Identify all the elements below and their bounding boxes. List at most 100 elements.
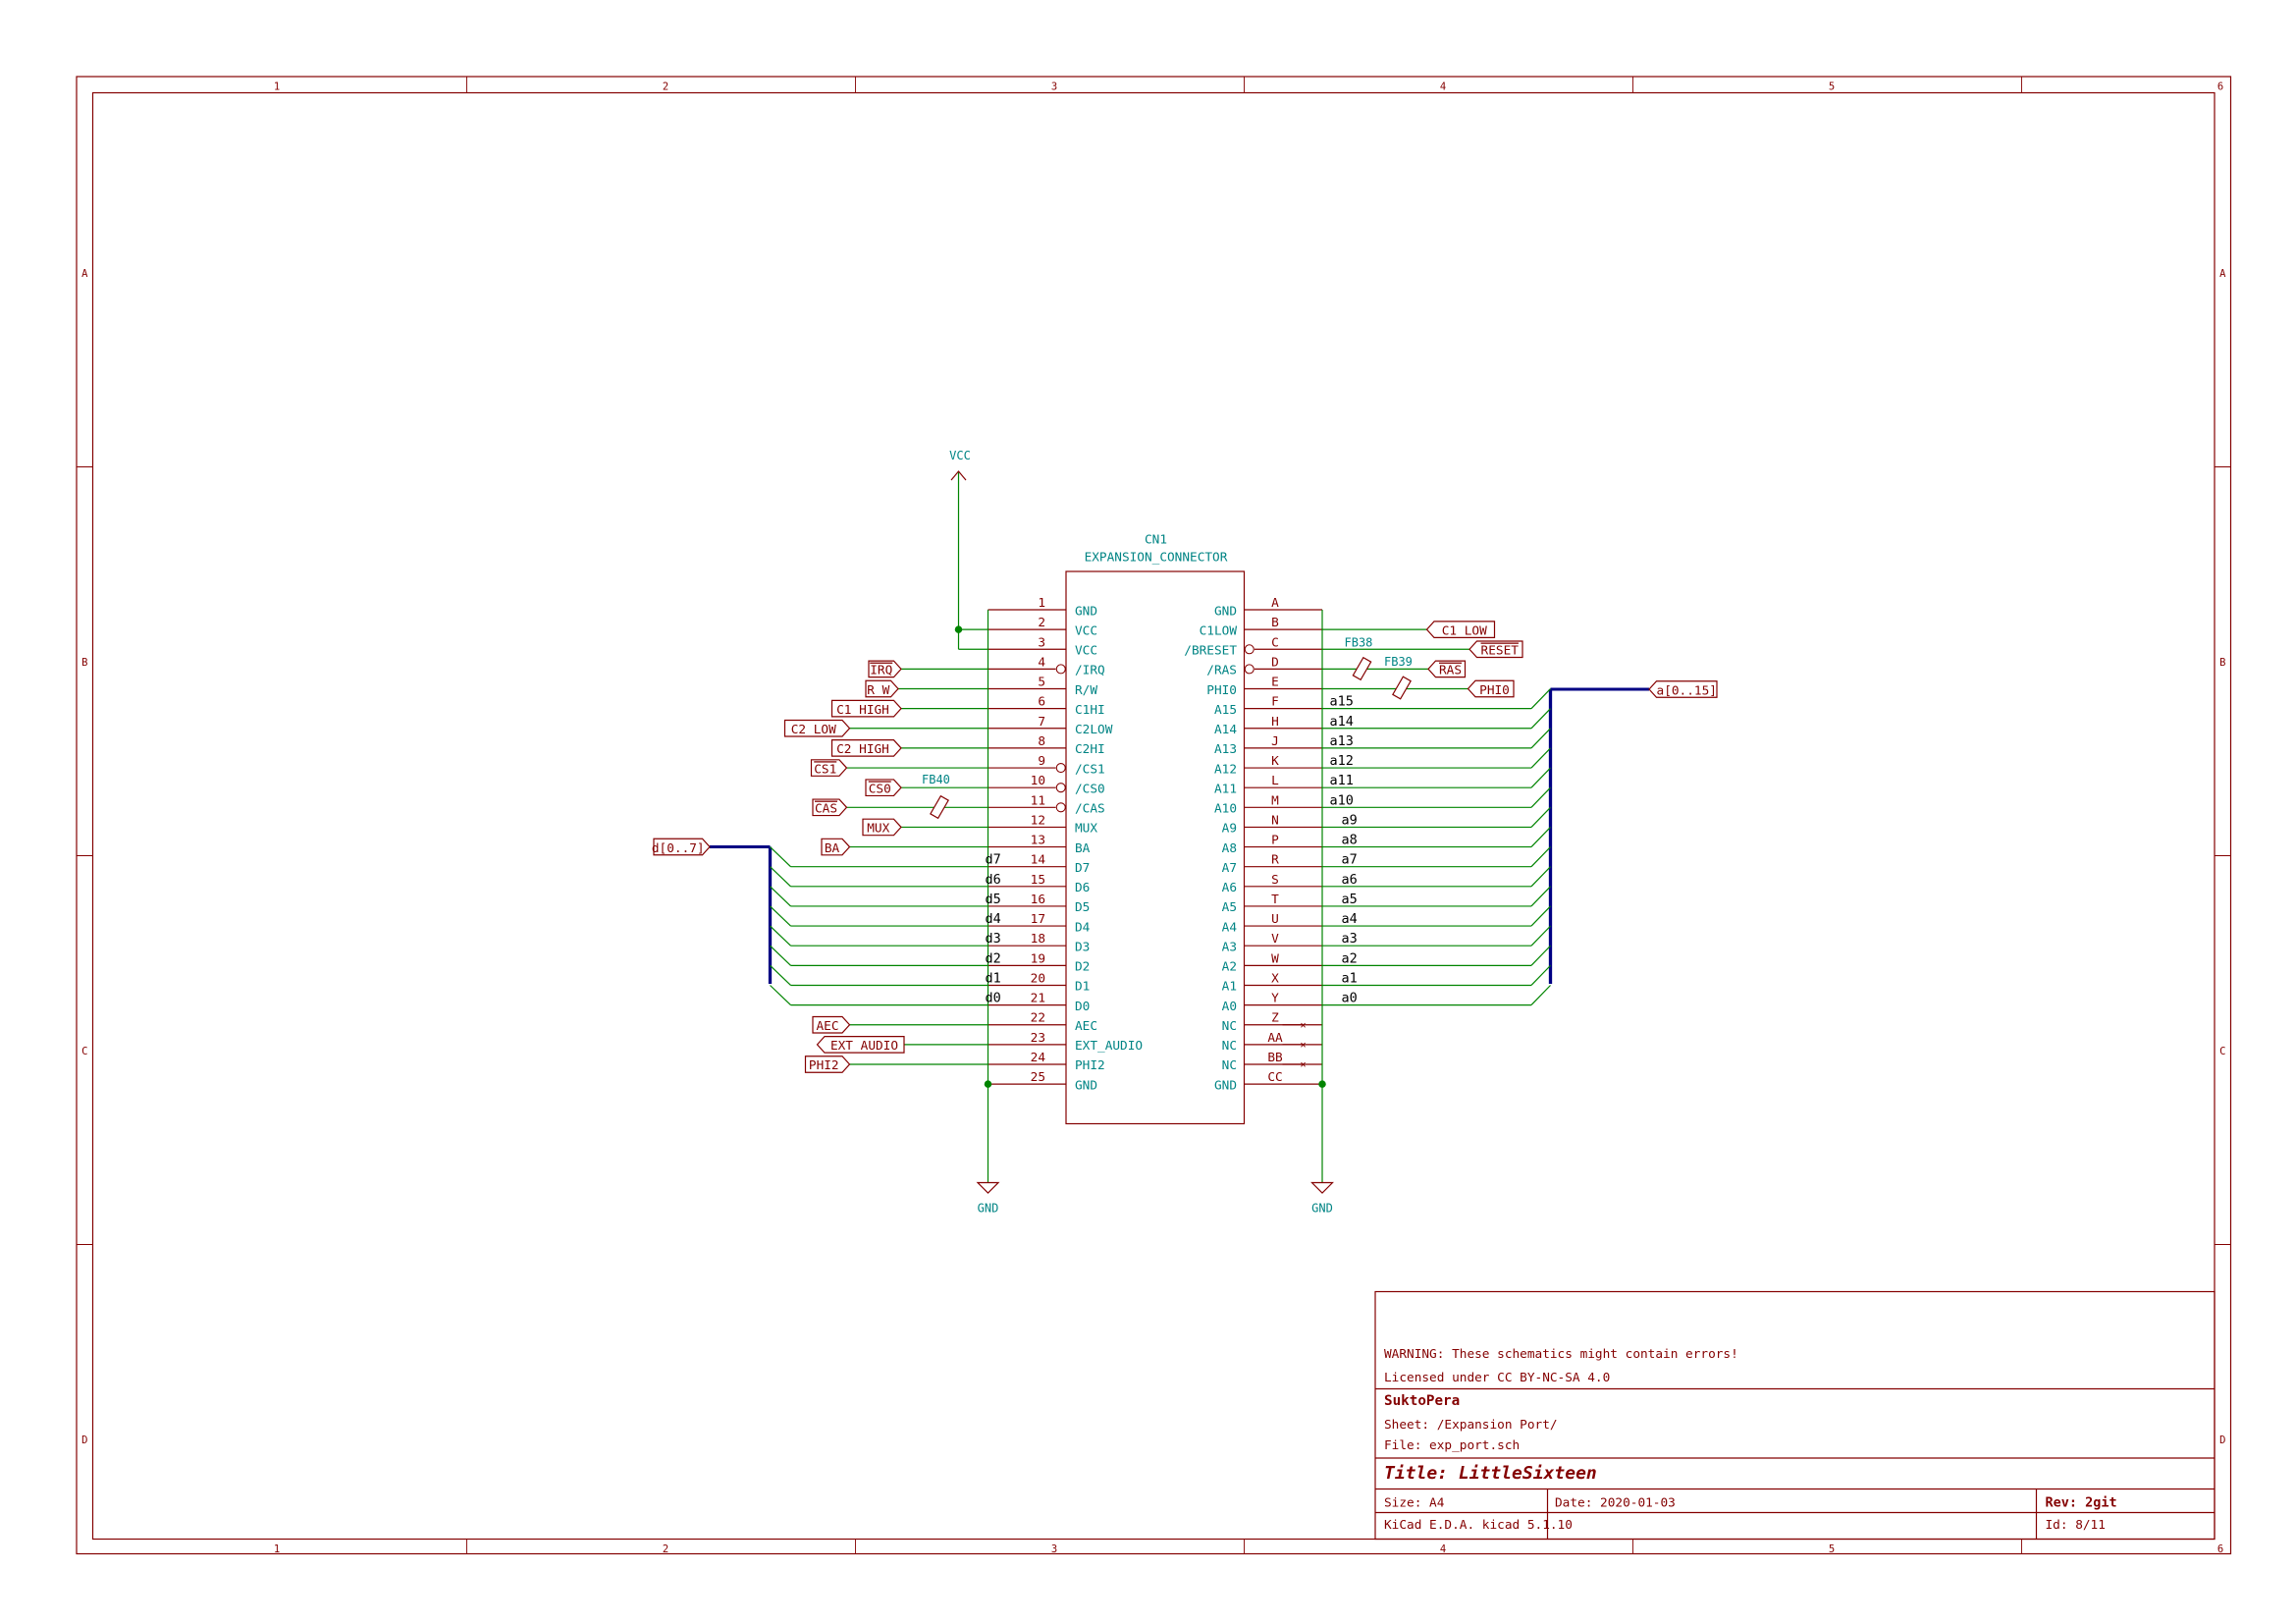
net-label-d4: d4 (986, 911, 1001, 927)
pin-number: E (1271, 676, 1279, 690)
pin-name: GND (1075, 604, 1097, 619)
pin-number: R (1271, 853, 1279, 868)
global-label-aec-text: AEC (816, 1019, 838, 1034)
revision: Rev: 2git (2046, 1495, 2117, 1511)
pin-name: A7 (1222, 861, 1237, 876)
bus-entry (1530, 905, 1551, 927)
global-label-c1-low (1425, 621, 1496, 638)
pin-number: 12 (1031, 813, 1045, 828)
pin-number: F (1271, 695, 1279, 710)
tool-version: KiCad E.D.A. kicad 5.1.10 (1384, 1518, 1573, 1533)
pin-number: K (1271, 754, 1279, 769)
bus-entry (1530, 806, 1551, 828)
no-connect-icon: × (1300, 1040, 1306, 1052)
pin-number: X (1271, 971, 1279, 986)
pin-name: EXT_AUDIO (1075, 1039, 1143, 1054)
pin-name: C1LOW (1200, 623, 1238, 638)
pin-name: D4 (1075, 920, 1091, 935)
pin-name: D5 (1075, 900, 1090, 915)
ferrite-reference: FB40 (922, 773, 950, 786)
pin-name: A3 (1222, 940, 1237, 954)
global-label-phi0-text: PHI0 (1479, 683, 1510, 698)
global-label-c2-high (830, 739, 902, 757)
global-label-cas-text: CAS (815, 802, 837, 817)
pin-number: Y (1271, 992, 1279, 1006)
pin-name: /CAS (1075, 802, 1105, 817)
pin-number: W (1271, 951, 1279, 966)
bus-entry (1530, 945, 1551, 966)
net-label-a5: a5 (1342, 892, 1358, 907)
sheet-title: Title: LittleSixteen (1384, 1463, 1597, 1484)
pin-name: A6 (1222, 881, 1237, 895)
global-label-irq (868, 660, 902, 678)
pin-number: A (1271, 596, 1279, 611)
pin-name: A14 (1214, 723, 1237, 737)
net-label-a1: a1 (1342, 970, 1358, 986)
pin-number: 6 (1038, 695, 1045, 710)
junction-dot (954, 625, 963, 633)
pin-number: 20 (1031, 971, 1045, 986)
global-label-c2-high-text: C2_HIGH (836, 742, 889, 757)
global-label-phi2 (804, 1056, 851, 1073)
bus-entry (1530, 786, 1551, 808)
pin-number: 13 (1031, 834, 1045, 848)
bus-entry (1530, 925, 1551, 947)
net-label-a14: a14 (1330, 714, 1354, 730)
pin-name: D6 (1075, 881, 1090, 895)
pin-number: 14 (1031, 853, 1046, 868)
pin-name: /CS0 (1075, 782, 1105, 796)
global-label-ext-audio (816, 1036, 905, 1054)
pin-number: S (1271, 873, 1279, 888)
pin-name: A8 (1222, 841, 1237, 856)
net-label-d7: d7 (986, 852, 1001, 868)
pin-number: 10 (1031, 774, 1045, 788)
net-label-a0: a0 (1342, 991, 1358, 1006)
net-label-a2: a2 (1342, 950, 1358, 966)
frame-row-label: B (2219, 657, 2225, 669)
pin-number: CC (1267, 1070, 1282, 1085)
gnd-symbol-icon (976, 1181, 1000, 1194)
frame-column-label: 5 (1829, 1543, 1835, 1555)
pin-name: D3 (1075, 940, 1090, 954)
net-label-a9: a9 (1342, 812, 1358, 828)
frame-column-label: 5 (1829, 81, 1835, 93)
gnd-symbol-icon (1310, 1181, 1334, 1194)
pin-number: AA (1267, 1031, 1283, 1046)
pin-name: PHI2 (1075, 1058, 1105, 1073)
net-label-d6: d6 (986, 872, 1001, 888)
bus-entry (1530, 886, 1551, 907)
frame-row-label: A (2219, 268, 2226, 280)
pin-name: R/W (1075, 683, 1097, 698)
net-label-d1: d1 (986, 970, 1001, 986)
pin-number: T (1271, 893, 1279, 907)
global-label-c2-low-text: C2_LOW (791, 723, 836, 737)
pin-number: P (1271, 834, 1279, 848)
global-label-ras (1427, 660, 1467, 678)
global-label-r-w (865, 679, 899, 698)
net-label-a7: a7 (1342, 852, 1358, 868)
global-label-mux (862, 818, 902, 837)
pin-number: J (1271, 734, 1279, 749)
pin-number: Z (1271, 1011, 1279, 1026)
pin-name: NC (1222, 1019, 1237, 1034)
global-label-data-bus (653, 838, 711, 856)
pin-number: 1 (1038, 596, 1045, 611)
net-label-d2: d2 (986, 950, 1001, 966)
global-label-reset (1468, 640, 1523, 659)
pin-number: D (1271, 655, 1279, 670)
pin-name: D0 (1075, 1000, 1090, 1014)
frame-row-label: D (81, 1435, 87, 1446)
pin-number: 23 (1031, 1031, 1045, 1046)
pin-name: C2HI (1075, 742, 1105, 757)
pin-number: 21 (1031, 992, 1045, 1006)
pin-name: A2 (1222, 960, 1237, 975)
sheet-date: Date: 2020-01-03 (1555, 1496, 1676, 1511)
frame-column-label: 6 (2217, 1543, 2223, 1555)
pin-name: /RAS (1206, 664, 1237, 678)
inversion-bubble (1244, 664, 1255, 675)
pin-name: A0 (1222, 1000, 1237, 1014)
frame-column-label: 1 (274, 1543, 280, 1555)
inversion-bubble (1055, 802, 1066, 813)
pin-name: NC (1222, 1058, 1237, 1073)
title-block (1374, 1290, 2216, 1541)
